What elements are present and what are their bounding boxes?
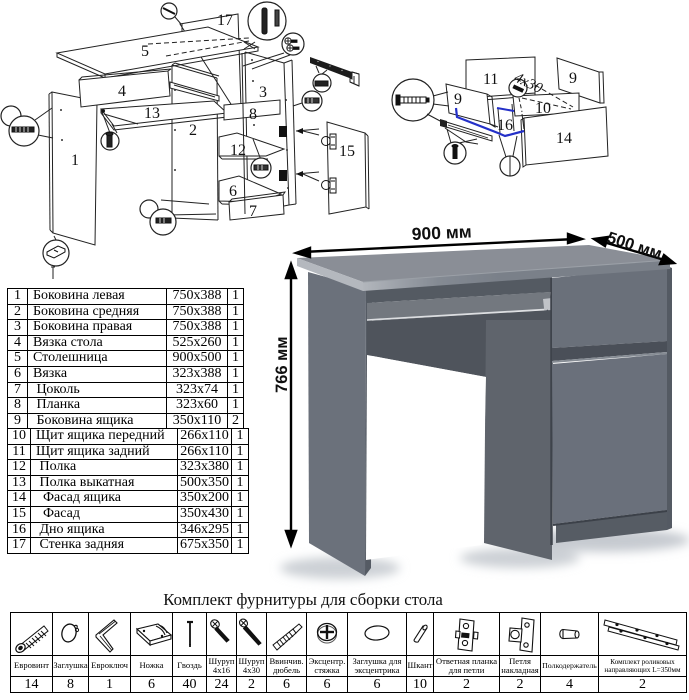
svg-text:15: 15	[339, 143, 355, 160]
svg-text:4: 4	[118, 83, 126, 100]
svg-text:6: 6	[229, 183, 237, 200]
svg-text:13: 13	[144, 105, 160, 122]
svg-text:14: 14	[556, 130, 572, 147]
svg-text:9: 9	[569, 70, 577, 87]
svg-text:2: 2	[189, 122, 197, 139]
svg-text:9: 9	[454, 91, 462, 108]
svg-text:12: 12	[230, 142, 246, 159]
svg-text:16: 16	[497, 117, 513, 134]
svg-text:3: 3	[259, 84, 267, 101]
svg-text:1: 1	[71, 152, 79, 169]
svg-text:8: 8	[249, 106, 257, 123]
svg-text:10: 10	[535, 100, 551, 117]
svg-text:5: 5	[141, 43, 149, 60]
svg-text:7: 7	[249, 203, 257, 220]
svg-text:11: 11	[483, 71, 498, 88]
svg-text:17: 17	[217, 12, 233, 29]
